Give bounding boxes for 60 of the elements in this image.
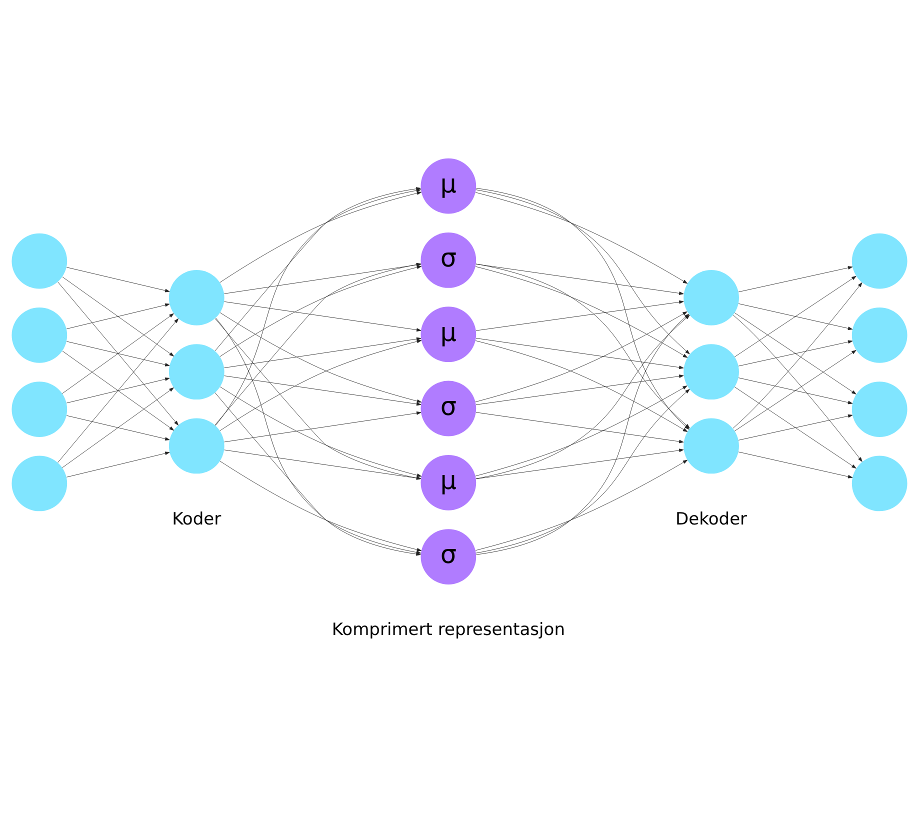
node-circle xyxy=(12,455,68,511)
arrow xyxy=(738,340,853,366)
arrow xyxy=(476,300,684,330)
arrow xyxy=(475,266,688,358)
arrow xyxy=(66,414,170,440)
arrow xyxy=(476,412,684,443)
arrow xyxy=(475,340,688,432)
arrow xyxy=(224,336,422,368)
node-circle: σ xyxy=(420,528,476,584)
arrow xyxy=(62,276,174,356)
arrow xyxy=(738,302,853,330)
arrow xyxy=(476,374,684,404)
arrow xyxy=(224,375,422,406)
node-circle xyxy=(12,232,68,288)
arrow xyxy=(476,448,684,479)
arrow xyxy=(224,410,422,442)
label: Komprimert representasjon xyxy=(332,620,565,640)
node-circle: σ xyxy=(420,232,476,288)
arrow xyxy=(734,350,856,431)
arrow xyxy=(58,281,179,425)
node-circle xyxy=(12,307,68,362)
arrow xyxy=(738,414,853,440)
arrow xyxy=(220,460,422,551)
arrow xyxy=(66,266,170,292)
arrow xyxy=(62,350,174,430)
node-circle: μ xyxy=(420,306,476,362)
arrow xyxy=(738,377,853,404)
arrow xyxy=(738,451,853,478)
label: Dekoder xyxy=(676,508,748,529)
node-circle: μ xyxy=(420,158,476,214)
arrow xyxy=(66,451,170,477)
arrow xyxy=(734,312,856,394)
arrow xyxy=(475,459,688,550)
arrow xyxy=(66,377,170,403)
arrow xyxy=(734,386,856,468)
arrow xyxy=(58,318,179,462)
node-circle xyxy=(12,381,68,437)
arrow xyxy=(732,282,862,428)
label: Koder xyxy=(172,508,222,529)
arrow xyxy=(220,386,422,476)
node-circle: μ xyxy=(420,454,476,510)
arrow xyxy=(738,266,853,292)
arrow xyxy=(475,192,688,284)
arrow xyxy=(215,318,422,480)
arrow xyxy=(224,449,422,480)
arrow xyxy=(62,312,174,394)
arrow xyxy=(475,385,688,476)
arrow xyxy=(66,340,170,366)
arrow xyxy=(734,275,856,357)
arrow xyxy=(220,312,422,402)
arrow xyxy=(214,392,422,554)
arrow xyxy=(220,339,422,430)
arrow xyxy=(476,337,684,369)
arrow xyxy=(62,387,174,468)
arrow xyxy=(66,302,170,329)
node-circle: σ xyxy=(420,380,476,436)
arrow xyxy=(732,314,862,462)
arrow xyxy=(224,300,422,332)
arrow xyxy=(475,310,688,402)
arrow xyxy=(220,265,422,356)
